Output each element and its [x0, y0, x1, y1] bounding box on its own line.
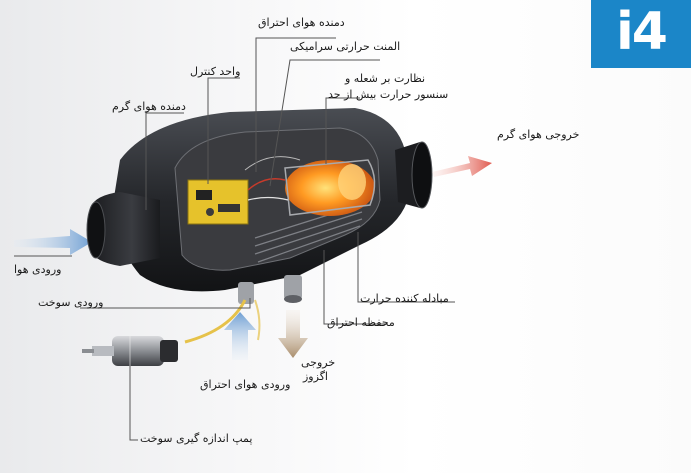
label-overheat-sensor: سنسور حرارت بیش از حد: [328, 88, 449, 101]
leader-flame-sensor: [325, 97, 360, 164]
leader-combustion-blower: [255, 37, 336, 172]
i4-logo: i4: [591, 0, 691, 68]
label-control-unit: واحد کنترل: [190, 65, 241, 78]
leader-ceramic-element: [269, 59, 380, 187]
leader-warm-blower: [145, 112, 184, 210]
fuel-line: [184, 299, 247, 344]
exhaust-arrow: [278, 310, 308, 358]
air-inlet-arrow: [14, 229, 92, 255]
label-combustion-air-blower: دمنده هوای احتراق: [258, 16, 345, 29]
control-unit-board: [187, 179, 249, 225]
label-warm-air-outlet: خروجی هوای گرم: [497, 128, 580, 141]
label-warm-air-blower: دمنده هوای گرم: [112, 100, 186, 113]
leader-dosing-pump: [129, 366, 138, 441]
warm-air-outlet-port: [411, 141, 433, 209]
warm-air-arrow: [432, 156, 492, 177]
heater-body: [86, 108, 433, 304]
logo-text: i4: [615, 2, 668, 62]
label-ceramic-glow-element: المنت حرارتی سرامیکی: [290, 40, 401, 53]
dosing-pump: [82, 336, 178, 366]
leader-heat-exchanger: [357, 232, 455, 303]
label-exhaust-outlet-2: اگزوز: [303, 370, 328, 383]
label-flame-monitor: نظارت بر شعله و: [345, 72, 426, 85]
leader-combustion-chamber: [323, 250, 387, 325]
label-exhaust-outlet: خروجی: [301, 356, 336, 369]
label-heat-exchanger: مبادله کننده حرارت: [360, 292, 449, 305]
label-combustion-chamber: محفظه احتراق: [327, 316, 395, 329]
label-dosing-pump: پمپ اندازه گیری سوخت: [140, 432, 253, 445]
label-combustion-air-inlet: ورودی هوای احتراق: [200, 378, 291, 391]
label-fuel-inlet: ورودی سوخت: [38, 296, 104, 309]
leader-control-unit: [207, 77, 240, 184]
combustion-air-arrow: [224, 312, 256, 360]
label-air-inlet: ورودی هوا: [14, 263, 62, 276]
leader-fuel-inlet: [80, 298, 251, 309]
